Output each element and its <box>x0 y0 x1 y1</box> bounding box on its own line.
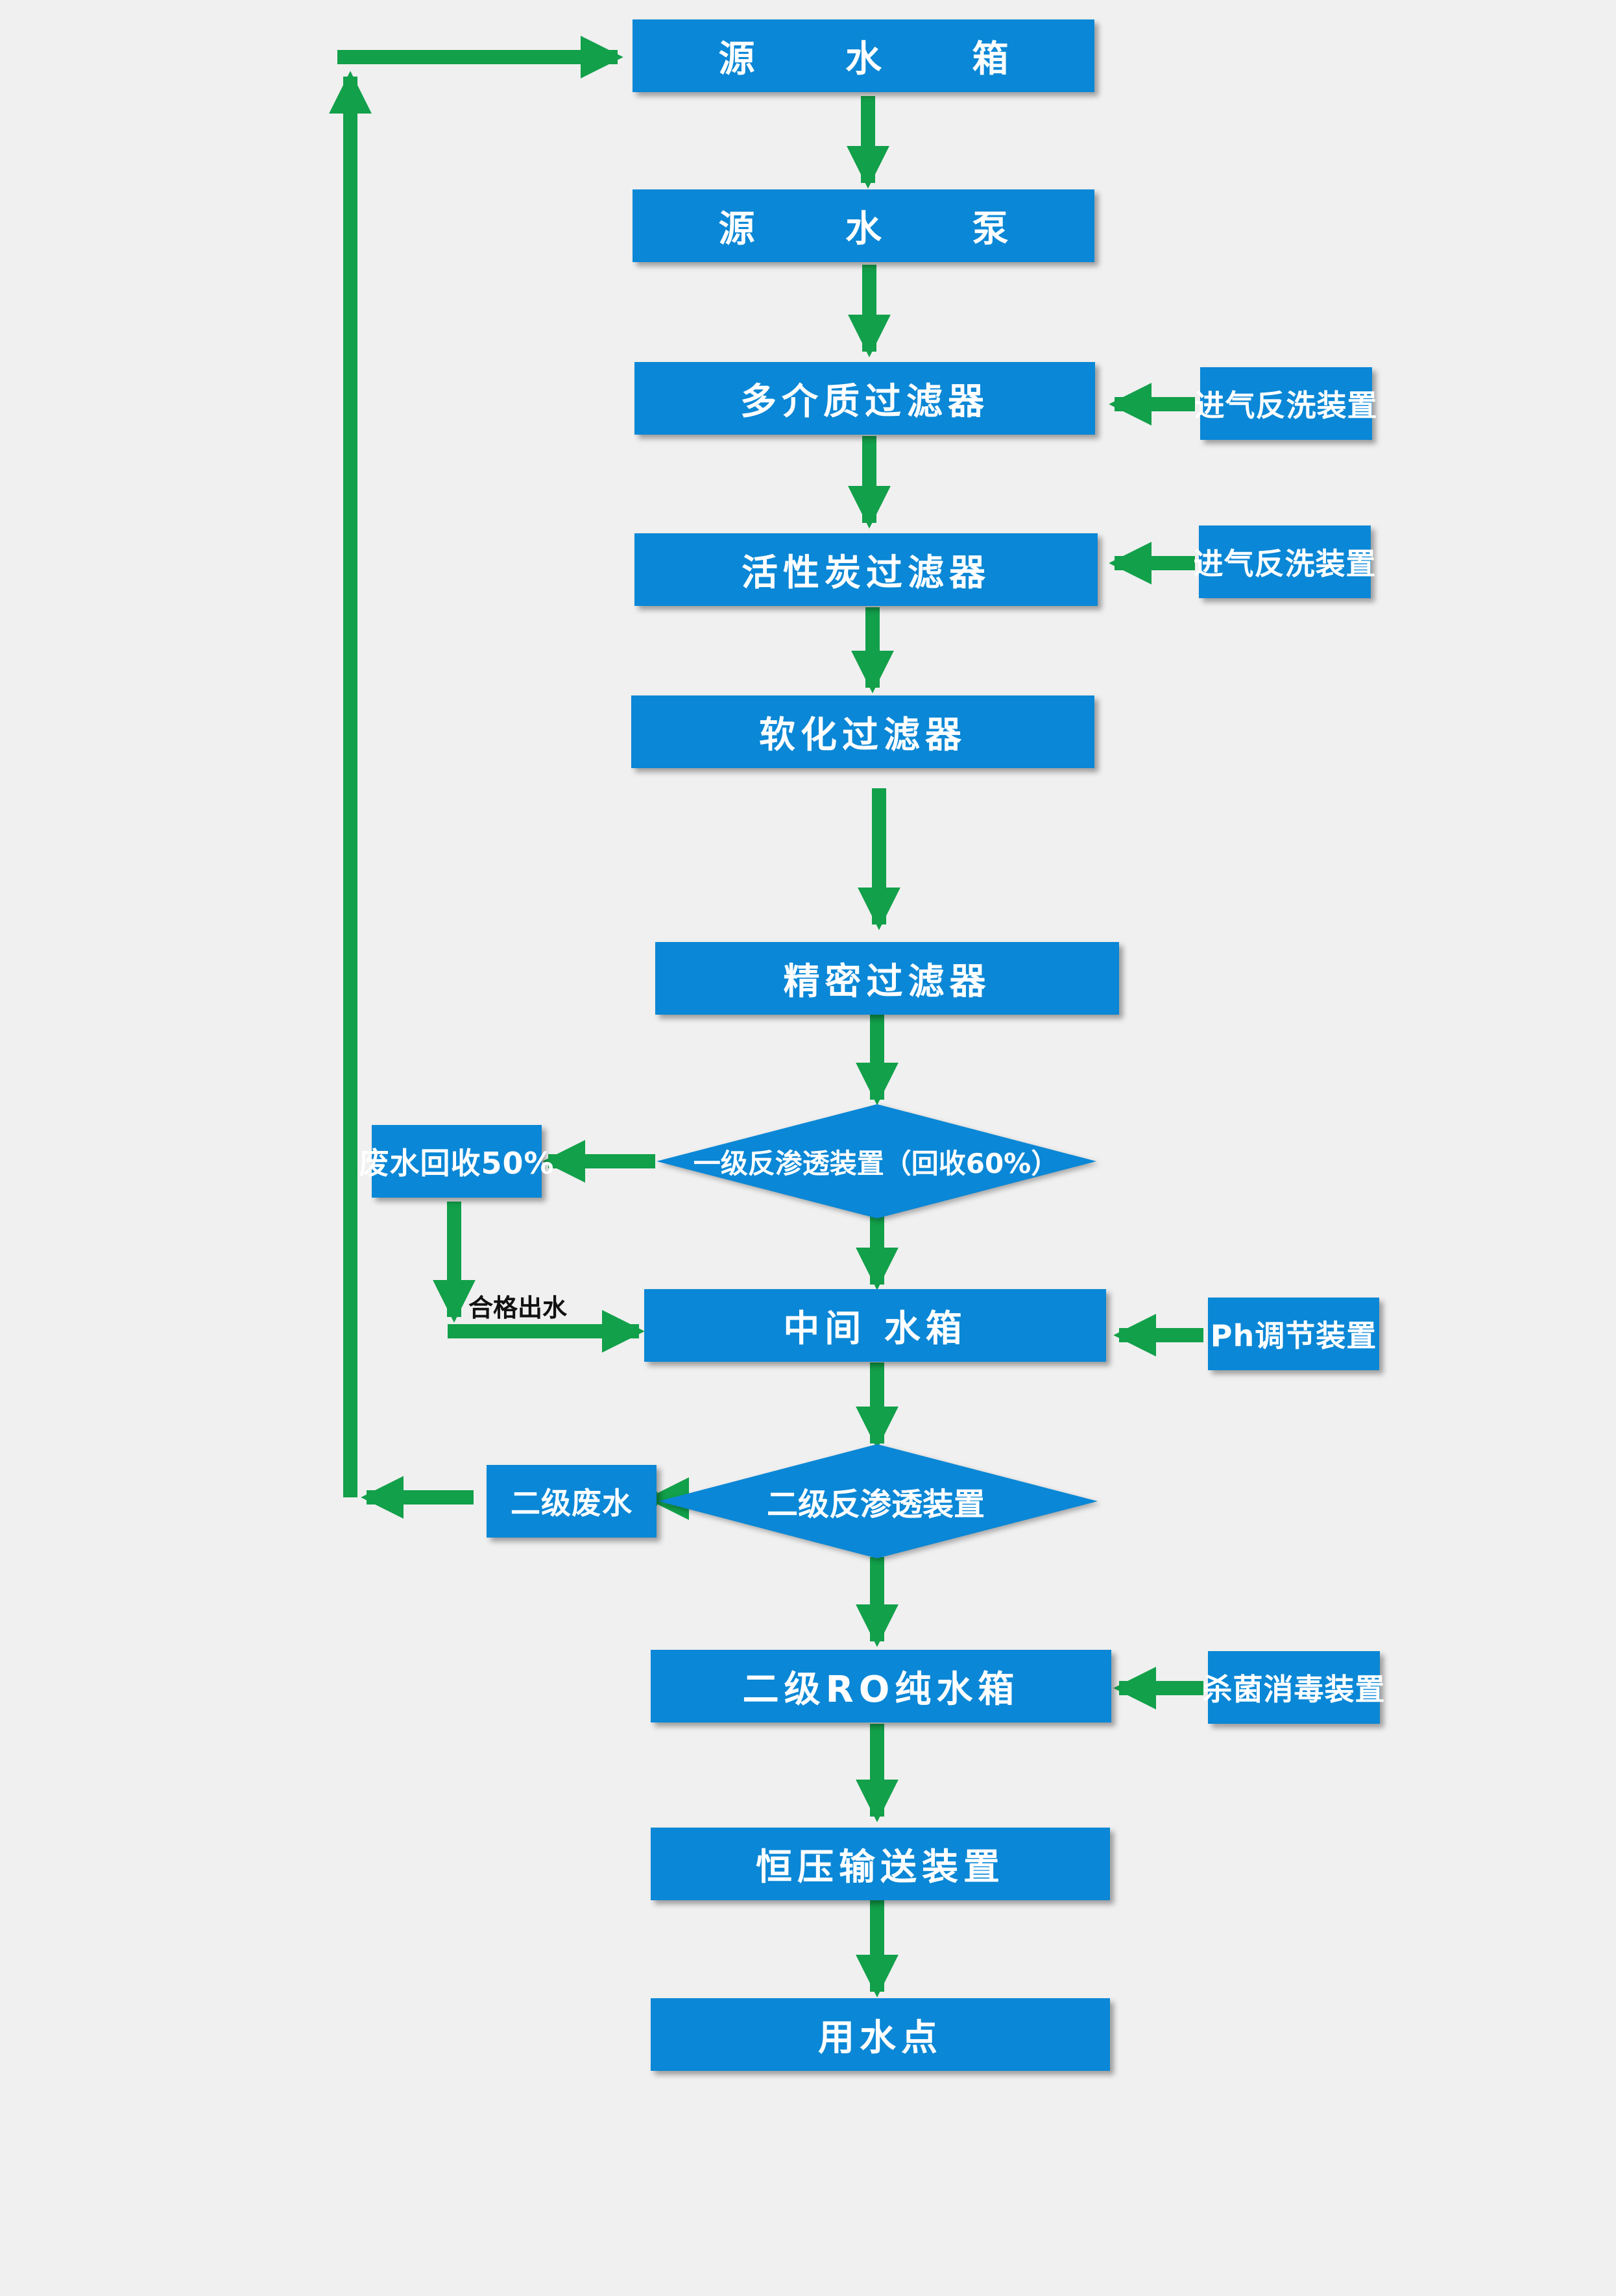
ro2-label: 二级反渗透装置 <box>766 1486 985 1523</box>
ro1-label: 一级反渗透装置（回收60%） <box>693 1147 1059 1179</box>
ro2-diamond <box>658 1444 1098 1558</box>
middle-tank-box: 中间 水箱 <box>644 1289 1106 1362</box>
ro-pure-tank-box: 二级RO纯水箱 <box>651 1650 1111 1722</box>
water-point-box: 用水点 <box>651 1998 1110 2071</box>
backwash-unit-1: 进气反洗装置 <box>1195 367 1377 440</box>
precision-filter-box: 精密过滤器 <box>655 942 1119 1015</box>
wastewater-recovery-box: 废水回收50% <box>359 1125 554 1198</box>
source-tank-box: 源 水 箱 <box>633 19 1094 92</box>
backwash-unit-2: 进气反洗装置 <box>1194 526 1376 598</box>
carbon-filter-box: 活性炭过滤器 <box>634 533 1098 606</box>
source-pump-box: 源 水 泵 <box>633 189 1094 262</box>
ph-adjust-box: Ph调节装置 <box>1208 1298 1379 1370</box>
secondary-waste-box: 二级废水 <box>487 1465 657 1538</box>
multimedia-filter-box: 多介质过滤器 <box>634 362 1095 435</box>
pressure-delivery-box: 恒压输送装置 <box>651 1828 1110 1900</box>
qualified-outlet-label: 合格出水 <box>468 1294 568 1322</box>
sterilizer-box: 杀菌消毒装置 <box>1203 1651 1385 1724</box>
softening-filter-box: 软化过滤器 <box>631 695 1094 768</box>
ro1-diamond <box>657 1104 1096 1218</box>
